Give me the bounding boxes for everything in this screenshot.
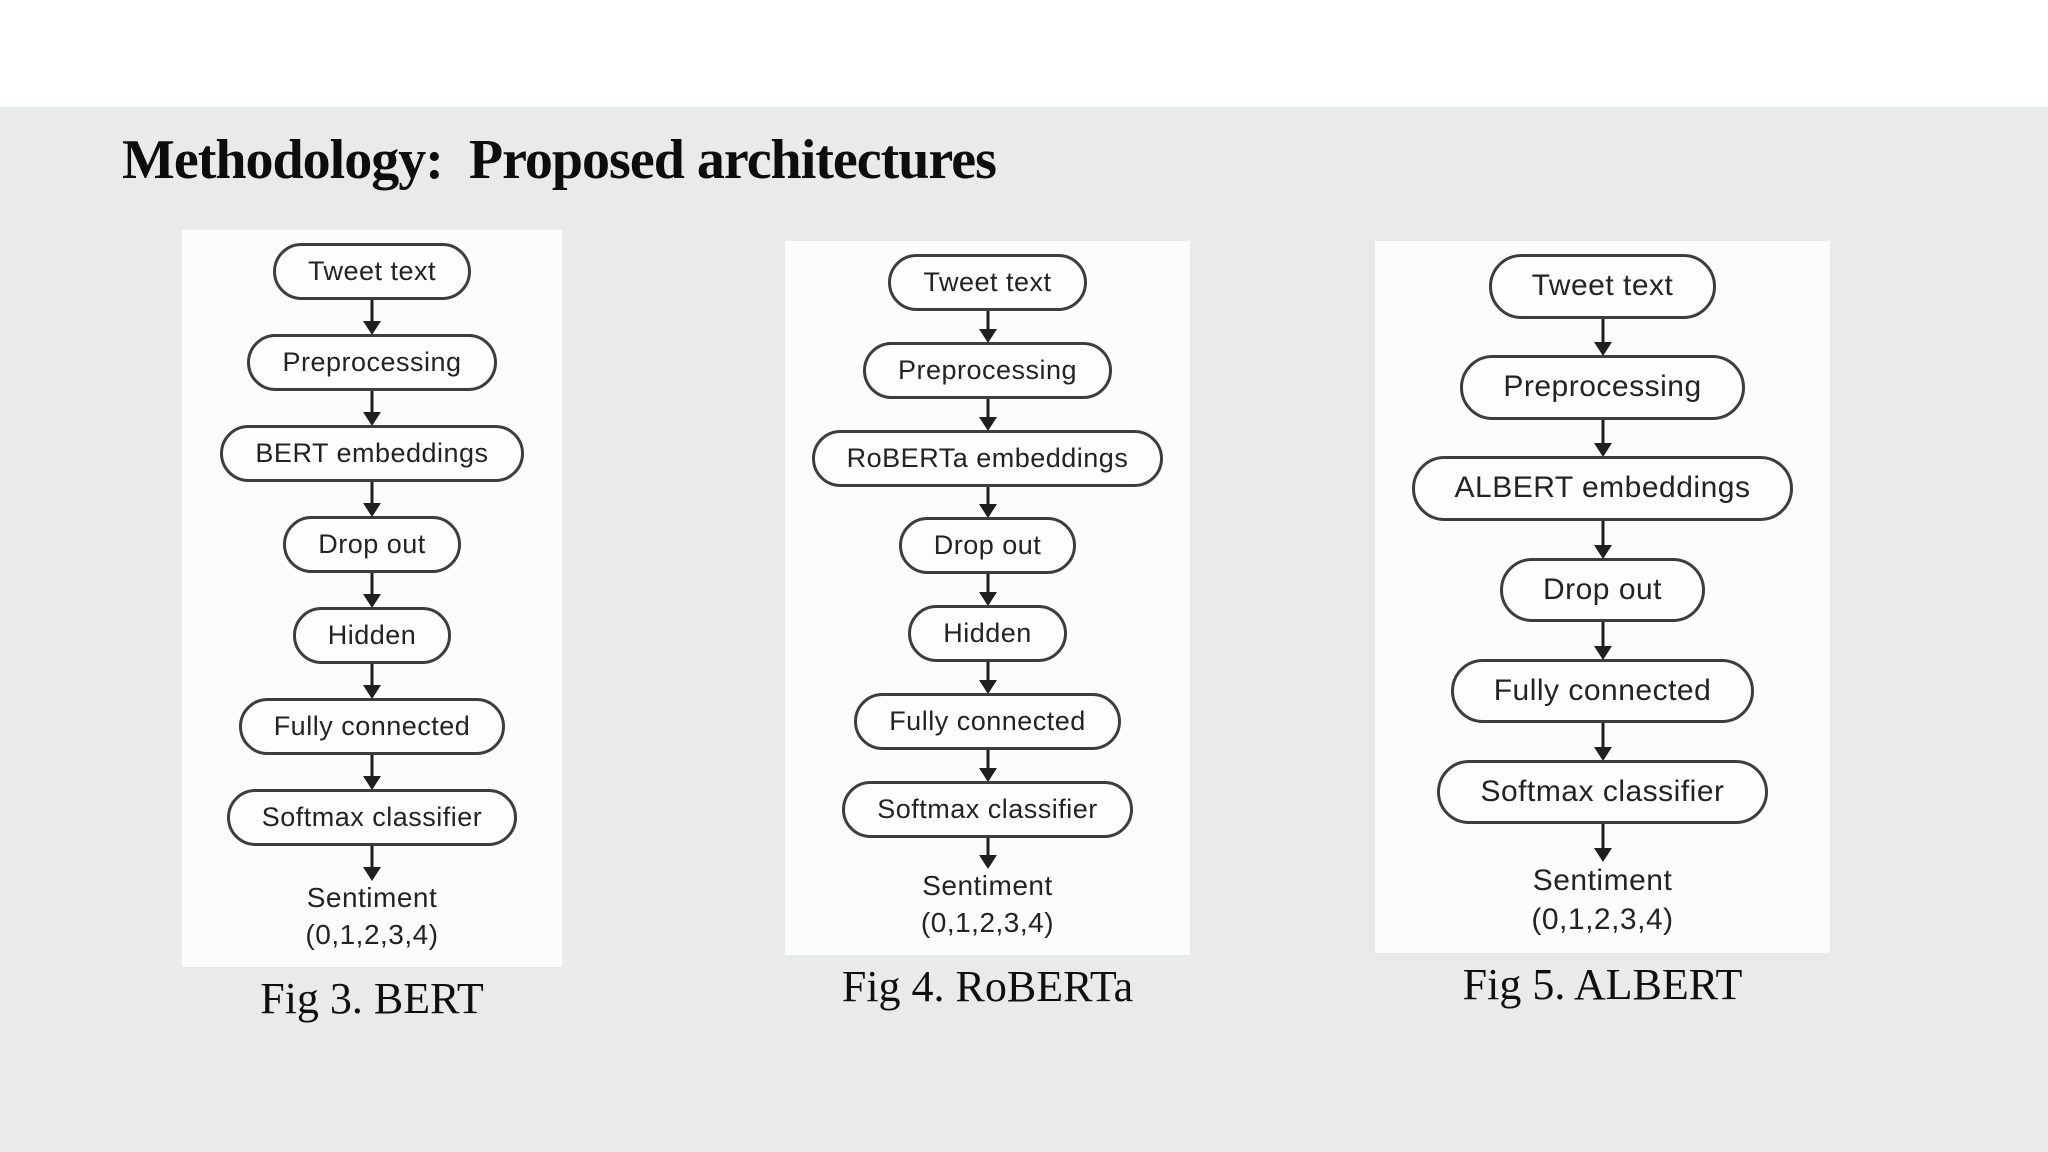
down-arrow-icon [361,573,383,607]
flow-node-pill: Fully connected [238,698,506,756]
flow-node-pill: Drop out [1499,557,1706,623]
down-arrow-icon [361,846,383,880]
sentiment-classes: (0,1,2,3,4) [920,906,1055,938]
sentiment-classes: (0,1,2,3,4) [1531,903,1674,937]
down-arrow-icon [977,399,999,430]
sentiment-classes: (0,1,2,3,4) [305,918,439,950]
down-arrow-icon [977,838,999,869]
down-arrow-icon [977,574,999,605]
down-arrow-icon [977,662,999,693]
flow-node-pill: BERT embeddings [220,425,524,483]
sentiment-label: Sentiment [922,870,1053,902]
down-arrow-icon [977,487,999,518]
flow-node-pill: Softmax classifier [842,780,1133,838]
sentiment-output: Sentiment (0,1,2,3,4) [1531,861,1673,939]
down-arrow-icon [361,482,383,516]
down-arrow-icon [361,391,383,425]
sentiment-output: Sentiment (0,1,2,3,4) [921,868,1054,941]
sentiment-label: Sentiment [306,882,438,914]
slide-title: Methodology: Proposed architectures [122,129,997,191]
down-arrow-icon [1592,420,1614,457]
flow-node-pill: Hidden [908,605,1067,663]
down-arrow-icon [1592,622,1614,659]
sentiment-output: Sentiment (0,1,2,3,4) [305,880,438,953]
flow-node-pill: Softmax classifier [226,789,518,847]
down-arrow-icon [1592,723,1614,760]
figure-caption: Fig 4. RoBERTa [841,962,1134,1011]
sentiment-label: Sentiment [1532,864,1673,898]
down-arrow-icon [361,664,383,698]
flow-node-pill: Tweet text [1488,254,1717,319]
down-arrow-icon [977,311,999,342]
down-arrow-icon [361,755,383,789]
flow-node-pill: Preprocessing [1460,355,1745,420]
down-arrow-icon [1592,319,1614,356]
down-arrow-icon [1592,824,1614,861]
flow-node-pill: RoBERTa embeddings [811,429,1164,487]
flow-node-pill: Fully connected [854,692,1121,750]
down-arrow-icon [1592,521,1614,558]
flow-node-pill: Tweet text [272,243,472,301]
flow-node-pill: Drop out [898,517,1077,575]
flow-node-pill: Preprocessing [247,334,497,392]
flow-node-pill: Preprocessing [862,341,1113,399]
flow-node-pill: Hidden [292,607,452,665]
flow-node-pill: Tweet text [888,254,1087,312]
figure-caption: Fig 3. BERT [260,974,484,1023]
figure-caption: Fig 5. ALBERT [1462,960,1743,1009]
flow-node-pill: ALBERT embeddings [1411,456,1794,521]
down-arrow-icon [977,750,999,781]
down-arrow-icon [361,300,383,334]
flow-node-pill: Fully connected [1450,658,1755,724]
flow-node-pill: Softmax classifier [1437,759,1768,825]
flow-node-pill: Drop out [283,516,461,574]
